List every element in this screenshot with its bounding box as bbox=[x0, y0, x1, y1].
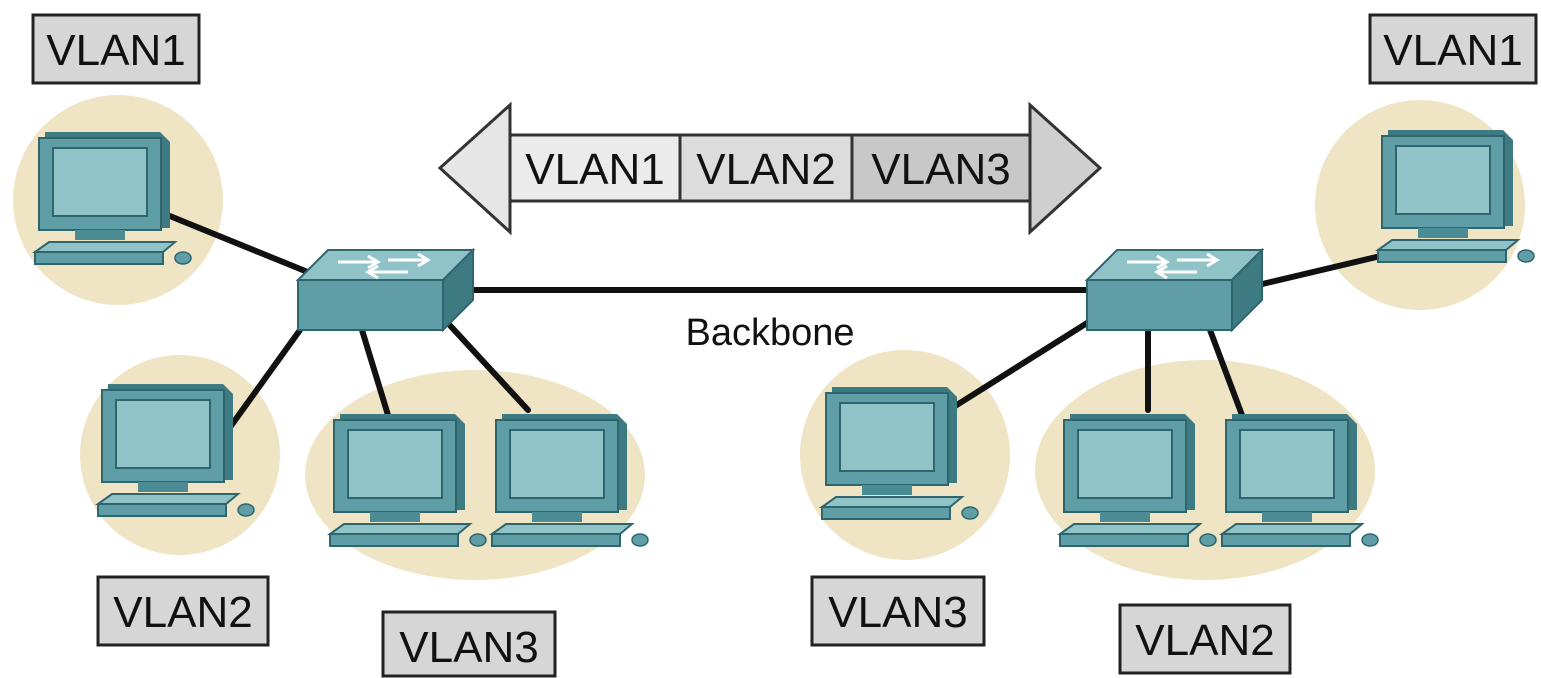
trunk-segment-2-label: VLAN2 bbox=[696, 145, 835, 194]
trunk-segment-3-label: VLAN3 bbox=[871, 145, 1010, 194]
vlan-label-left-mid-text: VLAN2 bbox=[113, 588, 252, 637]
vlan-label-left-bottom: VLAN3 bbox=[381, 610, 557, 678]
vlan-label-right-mid-text: VLAN3 bbox=[828, 588, 967, 637]
link-left-mid bbox=[225, 327, 303, 433]
link-left-top bbox=[157, 209, 318, 278]
vlan-label-right-top: VLAN1 bbox=[1368, 13, 1538, 85]
link-left-bottom-b bbox=[442, 317, 531, 413]
pc-left-bottom-b bbox=[491, 413, 649, 547]
trunk-segment-3 bbox=[850, 133, 1032, 203]
pc-left-bottom-a bbox=[329, 413, 487, 547]
backbone-label: Backbone bbox=[685, 312, 854, 354]
vlan-label-left-bottom-text: VLAN3 bbox=[399, 623, 538, 672]
vlan-label-right-mid: VLAN3 bbox=[810, 575, 986, 647]
pc-right-bottom-b bbox=[1221, 413, 1379, 547]
pc-left-top bbox=[34, 131, 192, 265]
trunk-arrow: VLAN1 VLAN2 VLAN3 bbox=[437, 101, 1103, 236]
link-left-bottom-a bbox=[359, 327, 391, 418]
trunk-segment-1 bbox=[508, 133, 682, 203]
switch-left bbox=[296, 248, 475, 332]
link-right-bottom-b bbox=[1207, 327, 1245, 418]
switch-right bbox=[1085, 248, 1264, 332]
trunk-segment-1-label: VLAN1 bbox=[525, 145, 664, 194]
vlan-label-left-top-text: VLAN1 bbox=[46, 26, 185, 75]
pc-right-bottom-a bbox=[1059, 413, 1217, 547]
network-links bbox=[157, 209, 1388, 433]
vlan-label-right-bottom-text: VLAN2 bbox=[1135, 616, 1274, 665]
link-right-mid bbox=[949, 315, 1098, 411]
link-right-top bbox=[1255, 252, 1388, 288]
trunk-segment-2 bbox=[678, 133, 854, 203]
trunk-arrow-right-head bbox=[1028, 101, 1103, 236]
pc-right-top bbox=[1377, 129, 1535, 263]
vlan-label-right-bottom: VLAN2 bbox=[1118, 603, 1292, 675]
vlan-label-left-mid: VLAN2 bbox=[96, 575, 270, 647]
vlan-label-right-top-text: VLAN1 bbox=[1383, 26, 1522, 75]
trunk-arrow-left-head bbox=[437, 101, 512, 236]
vlan-label-left-top: VLAN1 bbox=[31, 13, 201, 85]
pc-left-mid bbox=[97, 383, 255, 517]
pc-right-mid bbox=[821, 386, 979, 520]
